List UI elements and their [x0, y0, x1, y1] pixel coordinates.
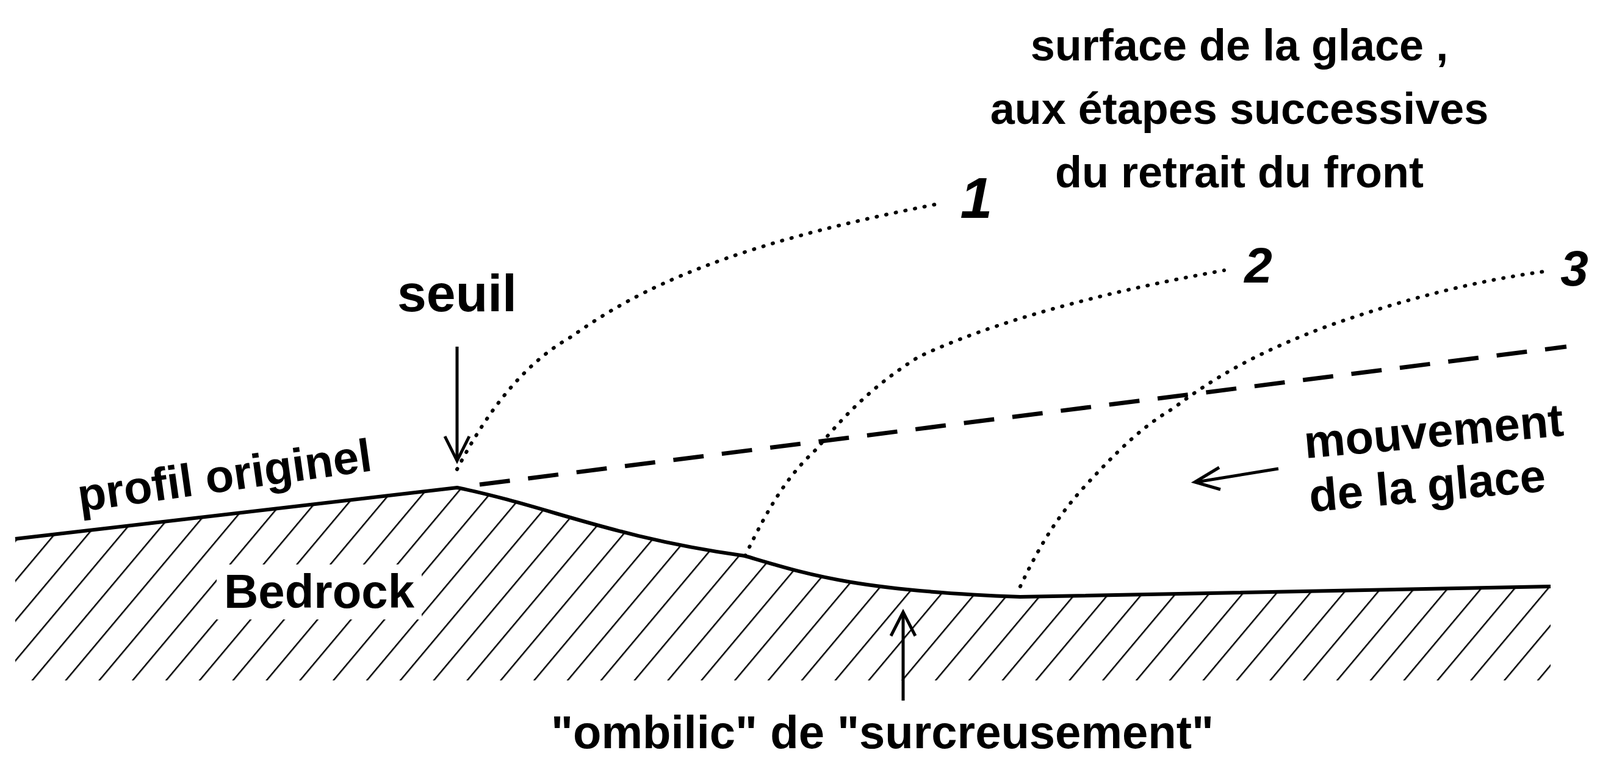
callout-number: 1: [960, 164, 993, 232]
seuil-arrow: [455, 346, 459, 459]
callout-number: 2: [1244, 236, 1273, 295]
ice-movement-arrowhead: [1194, 467, 1221, 490]
bedrock-label: Bedrock: [216, 564, 422, 620]
original-profile-label: profil originel: [74, 428, 376, 523]
ice-surface-2: [745, 270, 1225, 556]
callout-number: 3: [1560, 239, 1589, 298]
threshold-label: seuil: [397, 263, 517, 324]
ice-movement-label: mouvement de la glace: [1301, 394, 1549, 523]
ice-surface-note: surface de la glace , aux étapes success…: [989, 13, 1489, 204]
overdeepening-label: "ombilic" de "surcreusement": [551, 705, 1214, 759]
ice-surface-1: [457, 203, 939, 470]
seuil-arrowhead: [444, 436, 470, 461]
ombilic-arrowhead: [890, 612, 916, 636]
ombilic-arrow: [901, 613, 905, 701]
